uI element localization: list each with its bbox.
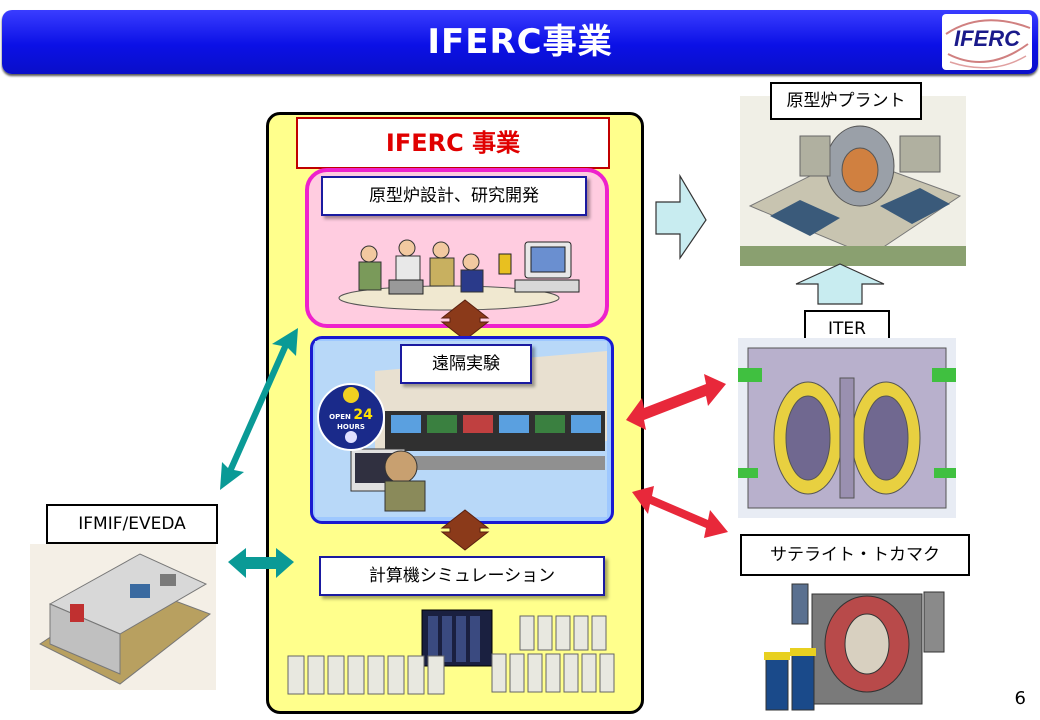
light-blue-arrow-icon — [655, 173, 707, 260]
page-number: 6 — [1014, 688, 1026, 709]
badge-hours-text: HOURS — [337, 423, 365, 431]
sun-moon-icon — [343, 387, 359, 443]
title-bar: IFERC事業 IFERC — [2, 10, 1038, 74]
red-double-arrow-icon — [626, 374, 726, 430]
open-24-hours-badge: OPEN 24 HOURS — [317, 383, 385, 451]
demo-plant-label: 原型炉プラント — [770, 82, 922, 120]
remote-experiment-label: 遠隔実験 — [400, 344, 532, 384]
badge-open-text: OPEN — [329, 413, 351, 421]
ifmif-facility-image — [30, 544, 216, 690]
logo-text: IFERC — [954, 26, 1020, 51]
brown-double-arrow-icon — [440, 299, 490, 341]
iferc-logo: IFERC — [942, 14, 1032, 70]
red-double-arrow-icon — [632, 486, 728, 538]
brown-double-arrow-icon — [440, 509, 490, 551]
up-arrow-icon — [795, 263, 885, 305]
page-title: IFERC事業 — [427, 22, 613, 62]
computer-simulation-label: 計算機シミュレーション — [319, 556, 605, 596]
iter-tokamak-image — [738, 338, 956, 518]
logo-swirl-icon — [945, 19, 1031, 69]
demo-plant-image — [740, 96, 966, 266]
satellite-tokamak-image — [764, 583, 945, 711]
ifmif-eveda-label: IFMIF/EVEDA — [46, 504, 218, 544]
satellite-tokamak-label: サテライト・トカマク — [740, 534, 970, 576]
design-rd-label: 原型炉設計、研究開発 — [321, 176, 587, 216]
badge-number-text: 24 — [353, 407, 373, 423]
supercomputer-image — [287, 609, 615, 695]
teal-double-arrow-icon — [228, 548, 294, 578]
teal-double-arrow-icon — [220, 328, 298, 490]
iferc-program-heading: IFERC 事業 — [296, 117, 610, 169]
engineers-at-computers-image — [338, 239, 580, 311]
